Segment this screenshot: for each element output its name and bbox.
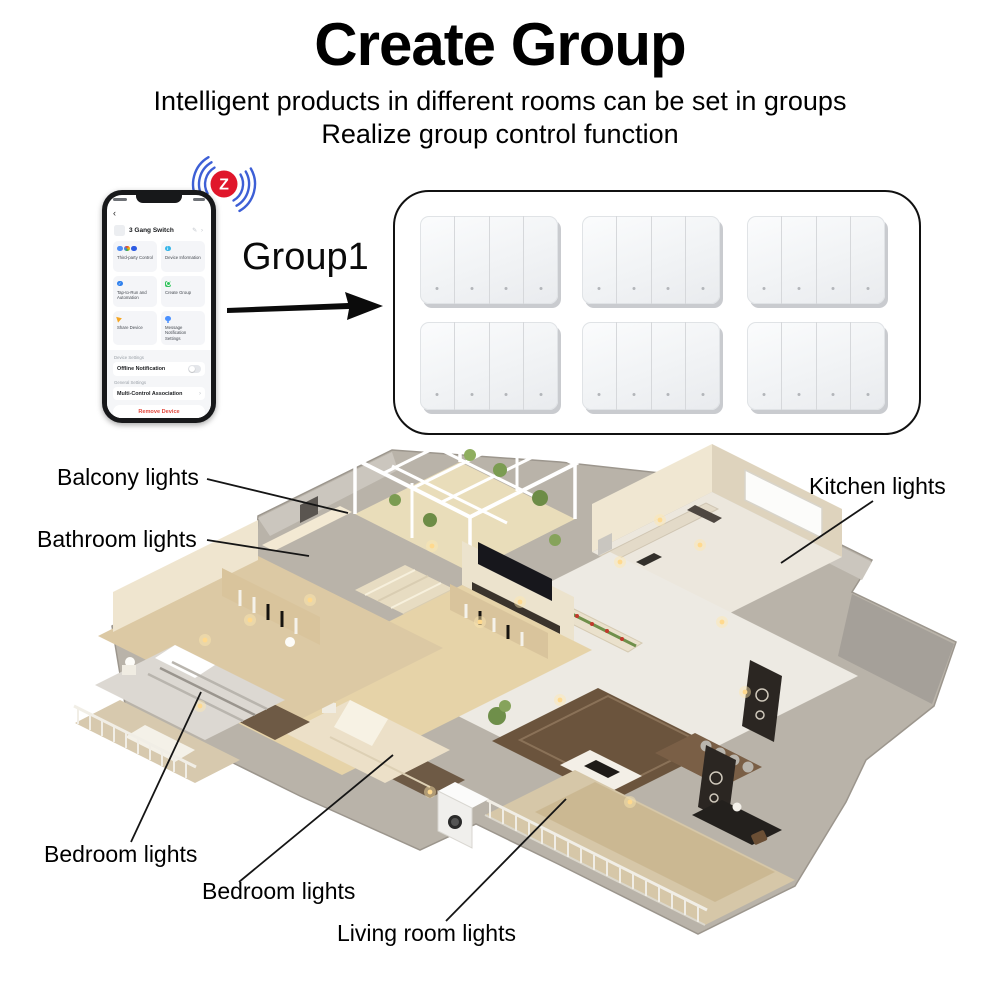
group-name: Group1: [242, 236, 369, 278]
label-bedroom-1-lights: Bedroom lights: [44, 841, 198, 867]
phone-notch: [136, 195, 182, 203]
zigbee-letter: Z: [219, 177, 229, 194]
page-title: Create Group: [314, 11, 686, 78]
switch-rocker[interactable]: [652, 216, 687, 304]
row-multi-control[interactable]: Multi-Control Association ›: [113, 387, 205, 401]
chevron-right-icon: ›: [199, 390, 201, 397]
section-general-settings: General Settings: [114, 380, 147, 386]
switch-rocker[interactable]: [455, 216, 490, 304]
row-offline-notification: Offline Notification: [113, 361, 205, 377]
switch-rocker[interactable]: [782, 322, 817, 410]
switch-rocker[interactable]: [490, 216, 525, 304]
status-bar: [107, 195, 211, 201]
card-label: Message Notification Settings: [165, 324, 187, 342]
switch-rocker[interactable]: [524, 216, 558, 304]
feature-cards: Third-party Control i Device Information…: [107, 240, 211, 345]
arrow-icon: [227, 292, 383, 320]
switch-rocker[interactable]: [490, 322, 525, 410]
switch-rocker[interactable]: [747, 322, 782, 410]
card-device-information[interactable]: i Device Information: [161, 240, 205, 272]
switch-plate: [582, 322, 720, 410]
bottom-balcony: [484, 770, 795, 926]
leader-lines: [130, 478, 874, 922]
label-bedroom-2-lights: Bedroom lights: [202, 878, 356, 904]
card-label: Device Information: [165, 254, 201, 260]
folding-screen: [692, 660, 782, 845]
card-tap-to-run[interactable]: ✓ Tap-to-Run and Automation: [113, 275, 157, 307]
switch-plate: [420, 216, 558, 304]
card-create-group[interactable]: Create Group: [161, 275, 205, 307]
third-party-icon-2: [124, 245, 130, 252]
share-icon: [116, 314, 123, 323]
label-bathroom-lights: Bathroom lights: [37, 526, 197, 552]
section-device-settings: Device Settings: [114, 354, 144, 360]
device-name: 3 Gang Switch: [129, 226, 174, 234]
smartphone: ‹ 3 Gang Switch ✎ › Third-party Control: [102, 190, 216, 423]
edit-device-icon[interactable]: ✎ ›: [192, 227, 204, 234]
status-time: [113, 198, 127, 201]
switch-rocker[interactable]: [455, 322, 490, 410]
switch-rocker[interactable]: [420, 216, 455, 304]
washing-machine: [437, 782, 489, 849]
phone-screen: ‹ 3 Gang Switch ✎ › Third-party Control: [107, 195, 211, 418]
bell-icon: [165, 315, 171, 323]
subtitle-line-1: Intelligent products in different rooms …: [153, 86, 847, 116]
offline-notification-toggle[interactable]: [188, 365, 201, 373]
label-kitchen-lights: Kitchen lights: [809, 473, 946, 499]
label-balcony-lights: Balcony lights: [57, 464, 199, 490]
bedroom-1-room: [95, 520, 443, 740]
third-party-icon-3: [131, 245, 137, 252]
card-third-party-control[interactable]: Third-party Control: [113, 240, 157, 272]
switch-plate: [747, 322, 885, 410]
back-icon[interactable]: ‹: [113, 207, 116, 218]
switch-rocker[interactable]: [617, 322, 652, 410]
card-label: Third-party Control: [117, 254, 153, 260]
switch-rocker[interactable]: [686, 322, 720, 410]
switch-rocker[interactable]: [420, 322, 455, 410]
switch-rocker[interactable]: [686, 216, 720, 304]
switch-rocker[interactable]: [817, 216, 852, 304]
tv-wall: [462, 541, 574, 641]
switch-plate: [420, 322, 558, 410]
card-label: Share Device: [117, 324, 143, 330]
info-icon: i: [165, 245, 171, 252]
switch-rocker[interactable]: [782, 216, 817, 304]
switch-rocker[interactable]: [617, 216, 652, 304]
card-share-device[interactable]: Share Device: [113, 310, 157, 345]
card-label: Create Group: [165, 289, 192, 295]
switch-group-panel: [393, 190, 921, 435]
switch-rocker[interactable]: [524, 322, 558, 410]
label-living-room-lights: Living room lights: [337, 920, 516, 946]
remove-device-button[interactable]: Remove Device: [113, 405, 205, 418]
settings-area: Device Settings Offline Notification Gen…: [107, 349, 211, 418]
status-icons: [193, 198, 205, 201]
switch-rocker[interactable]: [747, 216, 782, 304]
left-balcony: [73, 700, 240, 783]
card-message-notification[interactable]: Message Notification Settings: [161, 310, 205, 345]
switch-rocker[interactable]: [582, 322, 617, 410]
device-header: 3 Gang Switch ✎ ›: [107, 221, 211, 241]
automation-icon: ✓: [117, 280, 123, 287]
ceiling-lights: [194, 514, 751, 808]
switch-rocker[interactable]: [851, 216, 885, 304]
create-group-icon: [165, 280, 171, 287]
switch-rocker[interactable]: [582, 216, 617, 304]
zigbee-signal-icon: Z: [191, 156, 257, 213]
switch-plate: [582, 216, 720, 304]
card-label: Tap-to-Run and Automation: [117, 289, 147, 301]
third-party-icon-1: [117, 245, 123, 252]
switch-plate: [747, 216, 885, 304]
switch-rocker[interactable]: [851, 322, 885, 410]
subtitle-line-2: Realize group control function: [321, 119, 679, 149]
device-thumbnail: [114, 224, 125, 236]
switch-rocker[interactable]: [652, 322, 687, 410]
switch-rocker[interactable]: [817, 322, 852, 410]
